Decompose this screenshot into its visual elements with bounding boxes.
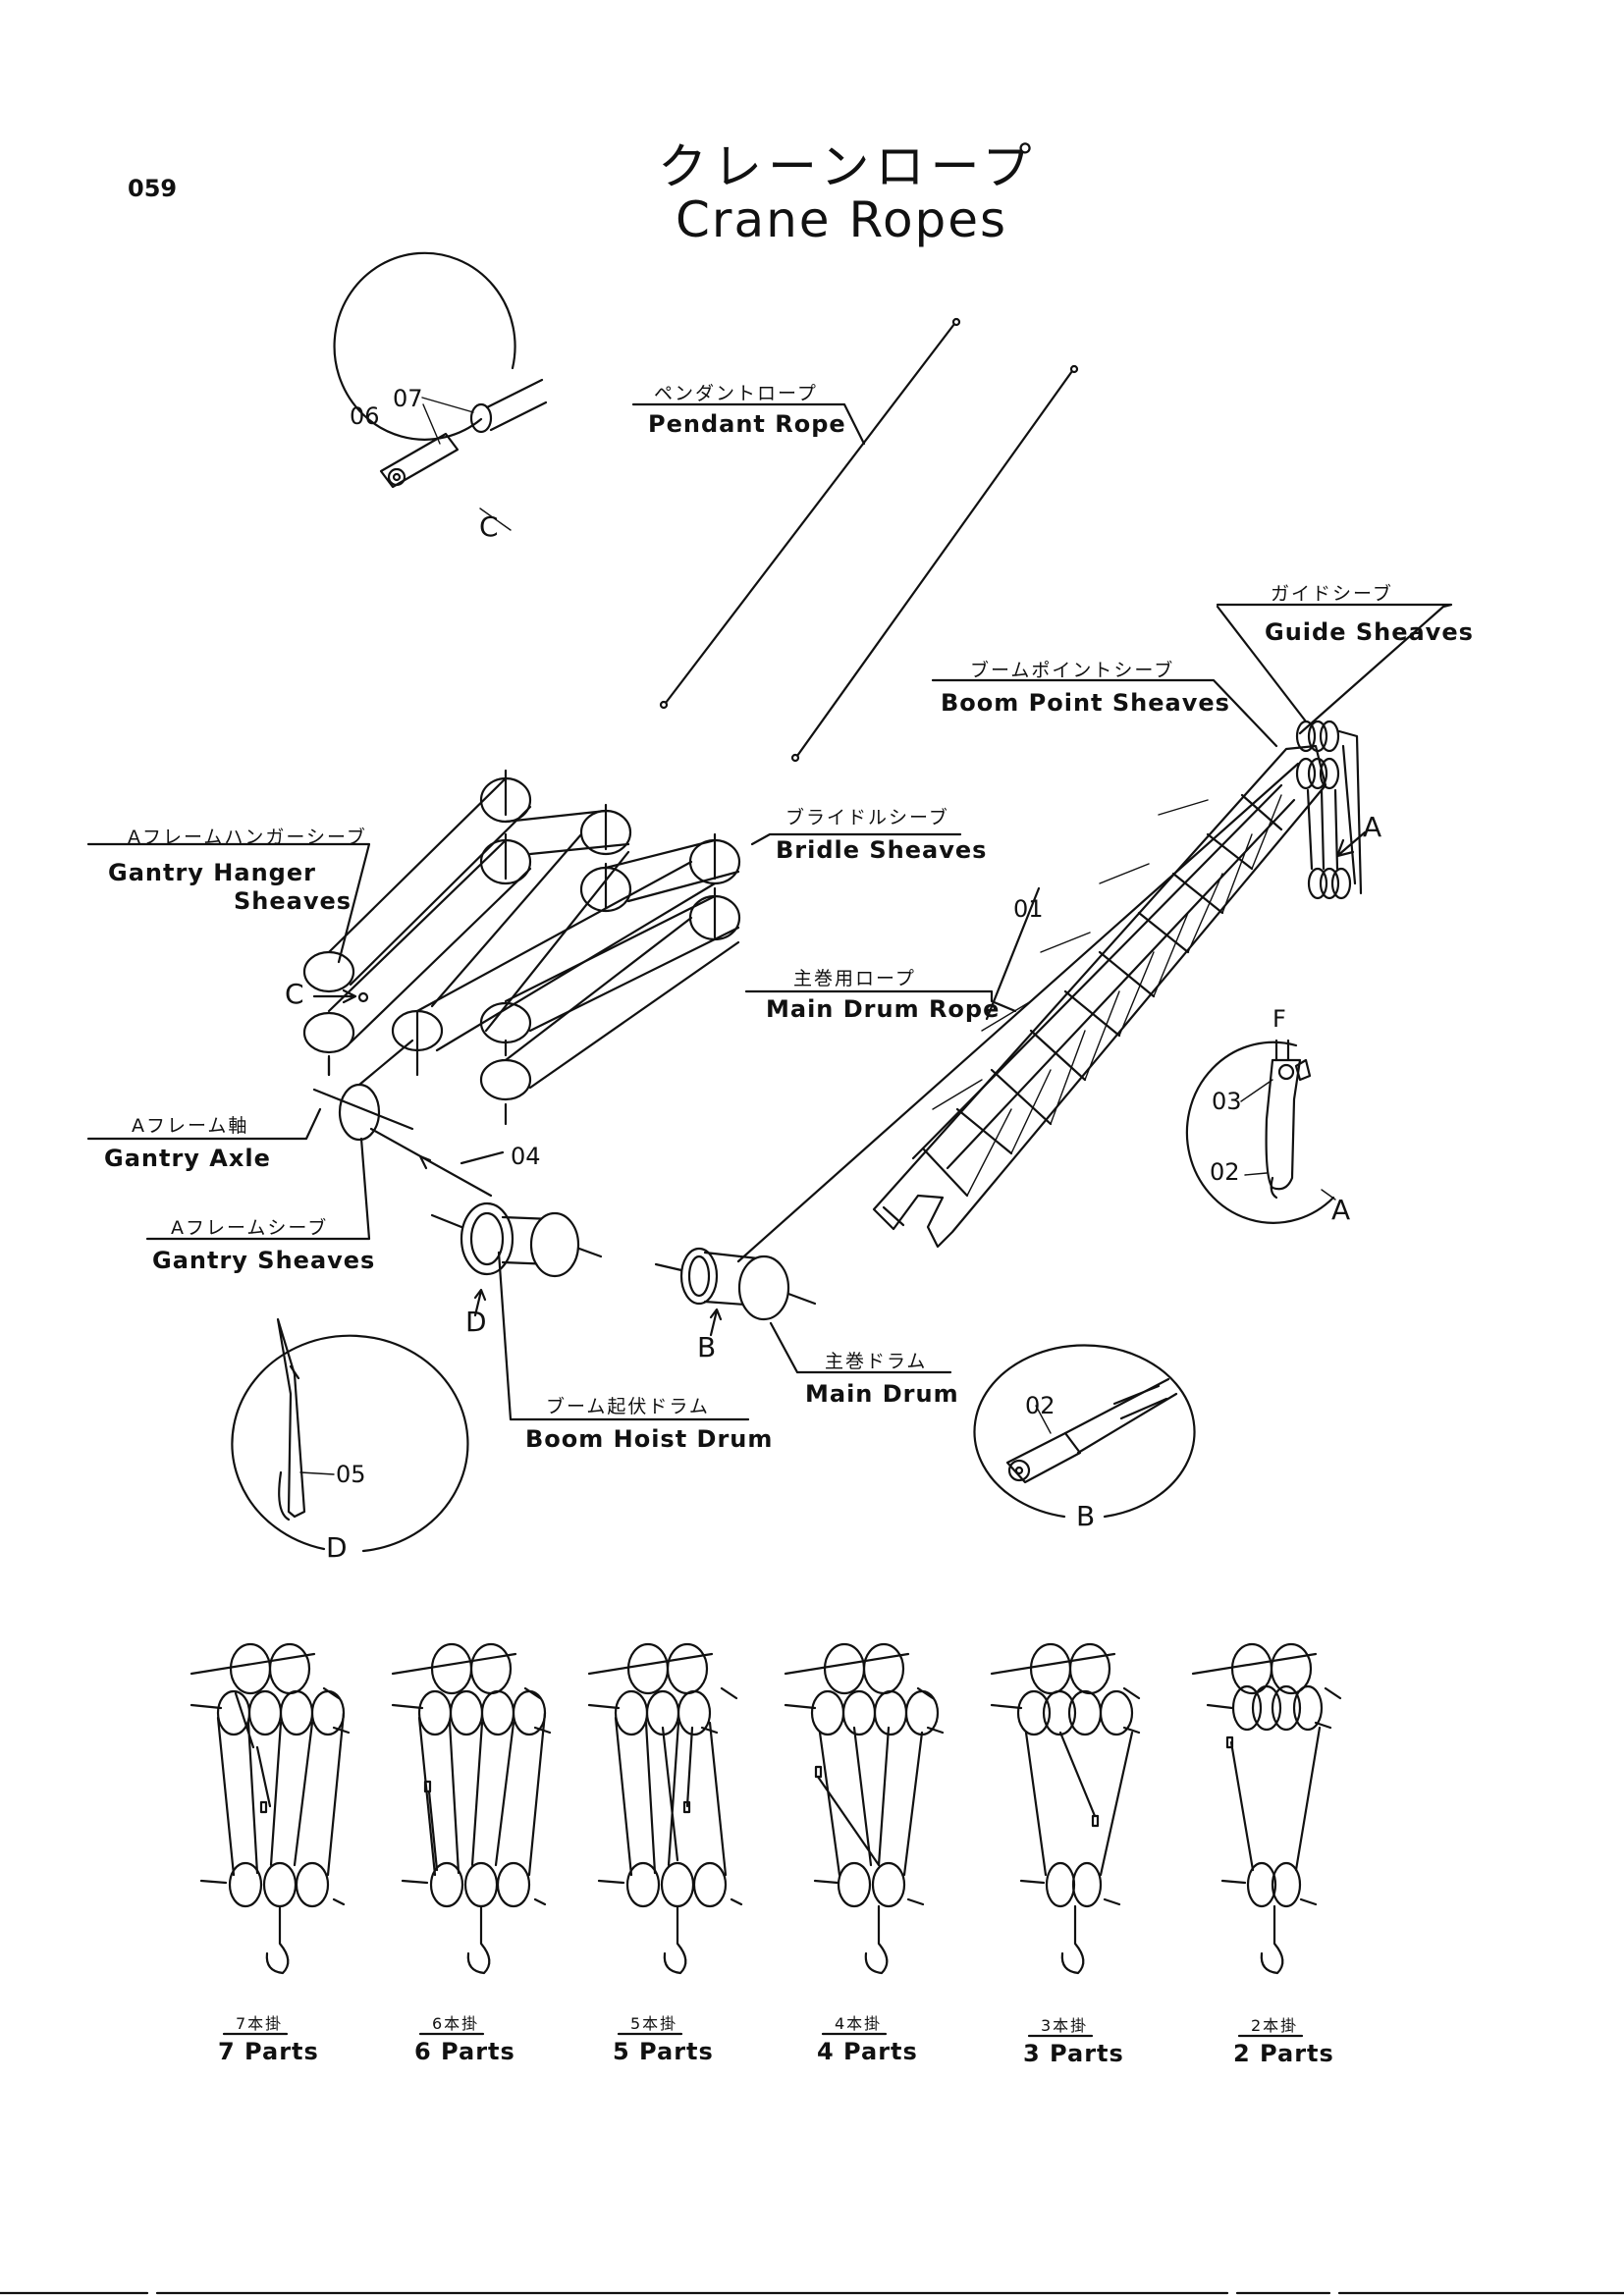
detail-b	[973, 1344, 1196, 1519]
gantry-hanger-sheaves-label-2: Sheaves	[234, 887, 352, 915]
page-number: 059	[128, 175, 178, 202]
reeving-2-label: 2 Parts	[1233, 2040, 1334, 2067]
reeving-4-label-jp: 4本掛	[835, 2014, 883, 2033]
pendant-rope-label: Pendant Rope	[648, 410, 846, 438]
reeving-5	[587, 1642, 743, 1975]
reeving-5-label: 5 Parts	[613, 2038, 714, 2065]
main-drum-label: Main Drum	[805, 1380, 959, 1408]
reeving-diagrams	[189, 1642, 1342, 1975]
callout-04: 04	[511, 1143, 541, 1170]
gantry-axle-label-jp: Aフレーム軸	[132, 1115, 249, 1137]
reeving-6	[391, 1642, 552, 1975]
reeving-underlines	[222, 2032, 1304, 2038]
boom-lattice	[872, 744, 1327, 1249]
pendant-rope-label-jp: ペンダントロープ	[654, 383, 818, 404]
gantry-hanger-sheaves-label: Gantry Hanger	[108, 859, 316, 886]
leader-lines	[86, 402, 1453, 1421]
callout-d-drum: D	[465, 1306, 487, 1338]
callout-02-b: 02	[1025, 1392, 1056, 1419]
reeving-2-label-jp: 2本掛	[1251, 2016, 1299, 2035]
page-title-jp: クレーンロープ	[658, 138, 1038, 195]
boom-hoist-drum-label: Boom Hoist Drum	[525, 1425, 774, 1453]
callout-c-arrow: C	[285, 978, 304, 1010]
sheave-assembly	[302, 769, 741, 1142]
boom-hoist-drum	[430, 1201, 603, 1278]
callout-03: 03	[1212, 1088, 1242, 1115]
callout-b-detail: B	[1076, 1500, 1096, 1532]
callout-01: 01	[1013, 895, 1044, 923]
detail-a	[1185, 1039, 1336, 1224]
callout-f: F	[1272, 1005, 1286, 1033]
gantry-axle-label: Gantry Axle	[104, 1145, 271, 1172]
callout-a-boom: A	[1363, 811, 1382, 843]
gantry-sheaves-label: Gantry Sheaves	[152, 1247, 376, 1274]
reeving-4-label: 4 Parts	[817, 2038, 918, 2065]
callout-b-drum: B	[697, 1331, 717, 1363]
reeving-3	[990, 1642, 1141, 1975]
reeving-2	[1191, 1642, 1342, 1975]
reeving-5-label-jp: 5本掛	[630, 2014, 678, 2033]
reeving-7	[189, 1642, 351, 1975]
main-drum-rope-label: Main Drum Rope	[766, 995, 1001, 1023]
boom-point-sheaves-label-jp: ブームポイントシーブ	[970, 660, 1175, 681]
gantry-rope	[369, 1127, 493, 1198]
reeving-4	[784, 1642, 945, 1975]
reeving-7-label: 7 Parts	[218, 2038, 319, 2065]
gantry-hanger-sheaves-label-jp: Aフレームハンガーシーブ	[128, 827, 367, 848]
pendant-ropes	[659, 317, 1079, 763]
boom-point-sheaves-label: Boom Point Sheaves	[941, 689, 1230, 717]
page-title: Crane Ropes	[676, 191, 1008, 248]
detail-c	[333, 251, 548, 531]
callout-02-a: 02	[1210, 1158, 1240, 1186]
main-drum-rope-label-jp: 主巻用ロープ	[793, 968, 916, 989]
bridle-sheaves-label-jp: ブライドルシーブ	[785, 807, 949, 828]
reeving-6-label: 6 Parts	[414, 2038, 515, 2065]
reeving-3-label: 3 Parts	[1023, 2040, 1124, 2067]
guide-sheaves-label-jp: ガイドシーブ	[1271, 583, 1393, 605]
callout-07: 07	[393, 385, 423, 412]
main-drum	[473, 762, 1300, 1337]
gantry-sheaves-label-jp: Aフレームシーブ	[171, 1217, 329, 1239]
callout-a-detail: A	[1331, 1194, 1351, 1226]
guide-sheaves-label: Guide Sheaves	[1265, 618, 1474, 646]
detail-d	[231, 1317, 469, 1553]
callout-d-detail: D	[326, 1531, 348, 1564]
callout-05: 05	[336, 1461, 366, 1488]
callout-c-detail: C	[479, 510, 499, 543]
reeving-7-label-jp: 7本掛	[236, 2014, 284, 2033]
reeving-6-label-jp: 6本掛	[432, 2014, 480, 2033]
bridle-sheaves-label: Bridle Sheaves	[776, 836, 988, 864]
boom-point-sheaves	[1295, 720, 1367, 900]
reeving-3-label-jp: 3本掛	[1041, 2016, 1089, 2035]
boom-hoist-drum-label-jp: ブーム起伏ドラム	[546, 1396, 710, 1417]
main-drum-label-jp: 主巻ドラム	[825, 1351, 928, 1372]
callout-06: 06	[350, 402, 380, 430]
